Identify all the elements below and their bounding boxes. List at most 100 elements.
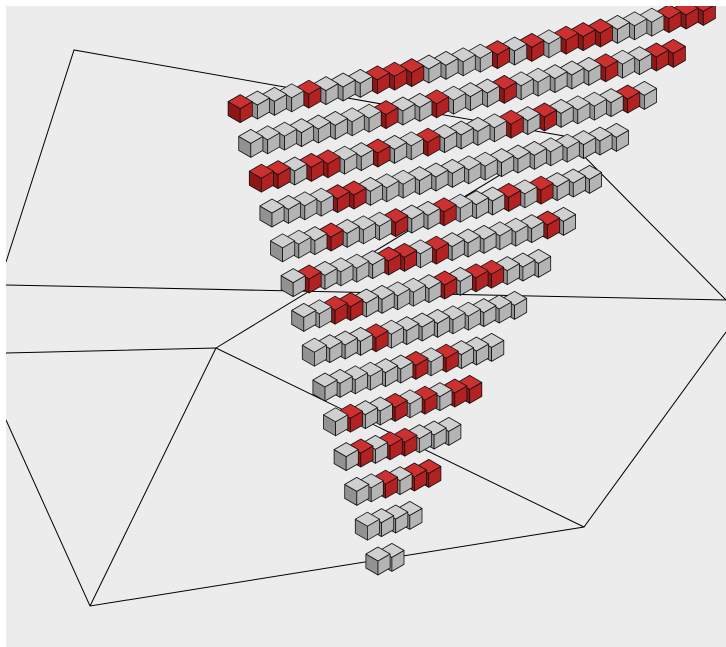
cube-face-top xyxy=(350,215,376,231)
cube-face-top xyxy=(457,374,483,390)
cube-face-top xyxy=(421,420,447,436)
cube-face-top xyxy=(282,156,308,172)
cube-face-top xyxy=(510,252,536,268)
cube-face-top xyxy=(332,330,358,346)
cube-face-top xyxy=(369,284,395,300)
cube-face-top xyxy=(354,511,380,527)
cube-face-top xyxy=(409,312,435,328)
cube-face-top xyxy=(348,326,374,342)
cube-face-top xyxy=(505,144,531,160)
cube-face-top xyxy=(318,222,344,238)
cube-face-top xyxy=(238,129,264,144)
cube-face-top xyxy=(296,264,322,280)
cube-face-top xyxy=(398,131,424,147)
cube-face-top xyxy=(433,343,459,359)
cube-face-top xyxy=(301,337,327,353)
cube-face-top xyxy=(298,152,324,168)
cube-face-top xyxy=(302,226,328,242)
cube-face-top xyxy=(502,36,528,52)
box-edge xyxy=(6,331,726,607)
cube-face-top xyxy=(496,182,522,198)
cube-face-top xyxy=(383,208,409,224)
cube-face-top xyxy=(291,302,317,318)
cube-face-top xyxy=(639,7,665,23)
cube-face-top xyxy=(255,125,281,141)
cube-face-top xyxy=(502,290,528,306)
cube-face-top xyxy=(455,301,481,317)
cube-face-top xyxy=(347,69,373,84)
cube-face-top xyxy=(479,186,506,202)
cube-face-top xyxy=(432,270,458,286)
cube-face-top xyxy=(439,232,465,248)
cube-face-top xyxy=(455,228,481,244)
cube-face-top xyxy=(512,179,538,195)
cube-face-top xyxy=(286,229,312,245)
cube-face-top xyxy=(570,22,596,38)
cube-face-top xyxy=(439,158,465,174)
cube-face-top xyxy=(388,354,414,370)
cube-face-top xyxy=(598,88,624,103)
cube-face-top xyxy=(631,81,657,96)
cube-face-top xyxy=(403,350,429,366)
cube-face-top xyxy=(441,85,467,101)
cube-face-top xyxy=(270,233,296,249)
cube-face-top xyxy=(334,218,360,234)
cube-face-top xyxy=(643,42,669,58)
cube-face-top xyxy=(365,546,391,562)
cube-face-top xyxy=(593,53,619,69)
cube-face-top xyxy=(425,308,451,324)
cube-face-top xyxy=(489,148,515,164)
cube-face-top xyxy=(416,54,442,70)
cube-face-top xyxy=(328,257,354,273)
cube-face-top xyxy=(244,90,270,106)
cube-face-top xyxy=(401,462,427,478)
cube-face-top xyxy=(248,163,274,179)
cube-face-top xyxy=(656,6,682,20)
cube-face-top xyxy=(227,94,253,109)
voxel-scene xyxy=(6,6,726,647)
cube-face-top xyxy=(418,347,444,363)
cube-face-top xyxy=(353,288,379,304)
cube-face-top xyxy=(360,250,386,266)
cube-face-top xyxy=(265,160,291,176)
cube-face-top xyxy=(474,78,500,94)
cube-face-top xyxy=(322,295,348,311)
cube-face-top xyxy=(312,372,338,388)
cube-face-top xyxy=(576,164,602,180)
cube-face-top xyxy=(378,319,404,335)
cube-face-top xyxy=(463,190,489,206)
cube-face-top xyxy=(364,65,390,81)
cube-face-top xyxy=(376,246,402,262)
cube-face-top xyxy=(448,120,474,136)
cube-face-top xyxy=(544,172,570,188)
cube-face-top xyxy=(275,194,301,210)
cube-face-top xyxy=(486,294,512,310)
cube-face-top xyxy=(382,134,408,150)
cube-face-top xyxy=(397,389,423,405)
voxel-plot xyxy=(6,6,726,647)
cube-face-top xyxy=(587,18,613,34)
cube-face-top xyxy=(673,6,699,16)
cube-face-top xyxy=(344,476,370,492)
cube-face-top xyxy=(358,473,384,489)
cube-face-top xyxy=(553,25,579,41)
cube-face-top xyxy=(436,416,462,432)
cube-face-top xyxy=(450,47,476,63)
cube-face-top xyxy=(424,89,450,105)
cube-face-top xyxy=(521,140,547,156)
cube-face-top xyxy=(415,200,441,216)
cube-face-top xyxy=(693,6,714,12)
cube-face-top xyxy=(431,197,457,213)
cube-face-top xyxy=(554,133,580,149)
cube-face-top xyxy=(581,91,607,107)
cube-face-top xyxy=(400,277,426,293)
cube-face-top xyxy=(407,239,433,255)
cube-face-top xyxy=(399,58,425,73)
cube-face-top xyxy=(447,193,473,209)
cube-face-top xyxy=(479,259,505,275)
cube-face-top xyxy=(325,184,351,200)
cube-face-top xyxy=(333,442,359,458)
cube-face-top xyxy=(339,107,365,123)
cube-face-top xyxy=(390,169,416,185)
cube-face-top xyxy=(407,166,433,182)
